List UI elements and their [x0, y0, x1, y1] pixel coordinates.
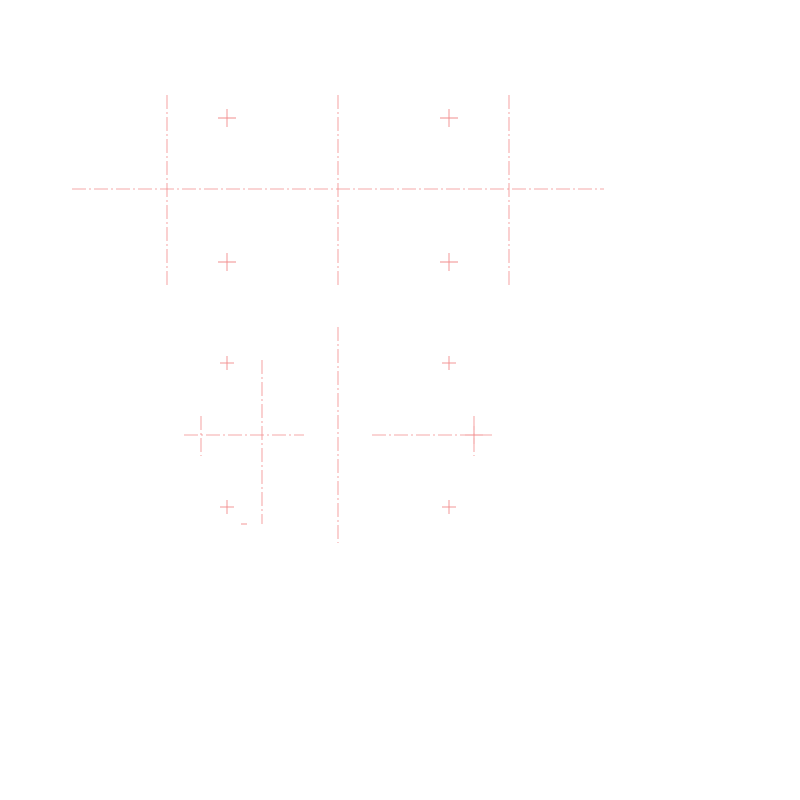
hole-center-marker-icon — [218, 109, 236, 127]
hole-center-marker-icon — [465, 426, 483, 444]
bottom-left-view — [184, 327, 339, 543]
hole-center-marker-icon — [218, 253, 236, 271]
hole-center-marker-icon — [440, 109, 458, 127]
hole-center-marker-icon — [220, 356, 234, 370]
hole-center-marker-icon — [220, 500, 234, 514]
bottom-right-view — [372, 356, 492, 514]
hole-center-marker-icon — [442, 356, 456, 370]
hole-center-marker-icon — [442, 500, 456, 514]
hole-center-marker-icon — [440, 253, 458, 271]
top-view — [72, 95, 604, 286]
